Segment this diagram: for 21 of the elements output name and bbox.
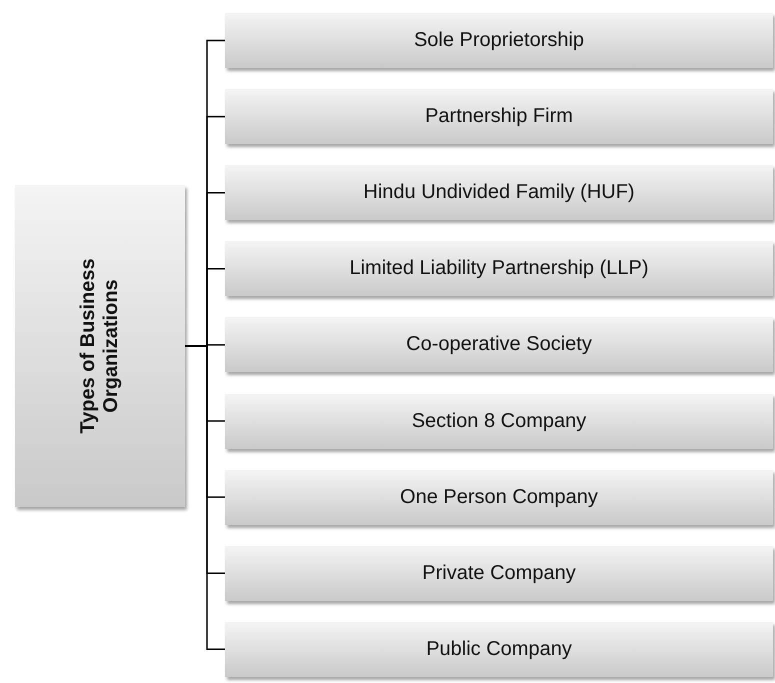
label-box [225,317,773,372]
box-label: Partnership Firm [425,105,573,128]
box-label: Types of Business Organizations [77,257,123,436]
box-label: Hindu Undivided Family (HUF) [363,181,635,204]
box-label: One Person Company [400,486,598,509]
connector-line [185,345,225,650]
label-box [225,165,773,220]
box-label: Limited Liability Partnership (LLP) [349,257,649,280]
label-box [225,546,773,601]
label-box [225,394,773,448]
label-box [225,13,773,68]
label-box [225,241,773,296]
box-label: Section 8 Company [412,410,586,432]
label-box [225,89,773,144]
box-label: Sole Proprietorship [414,29,584,52]
label-box [15,185,185,507]
label-box [225,622,773,677]
label-box [225,470,773,525]
box-label: Private Company [422,562,576,585]
box-label: Co-operative Society [406,333,592,356]
box-label: Public Company [426,638,572,661]
